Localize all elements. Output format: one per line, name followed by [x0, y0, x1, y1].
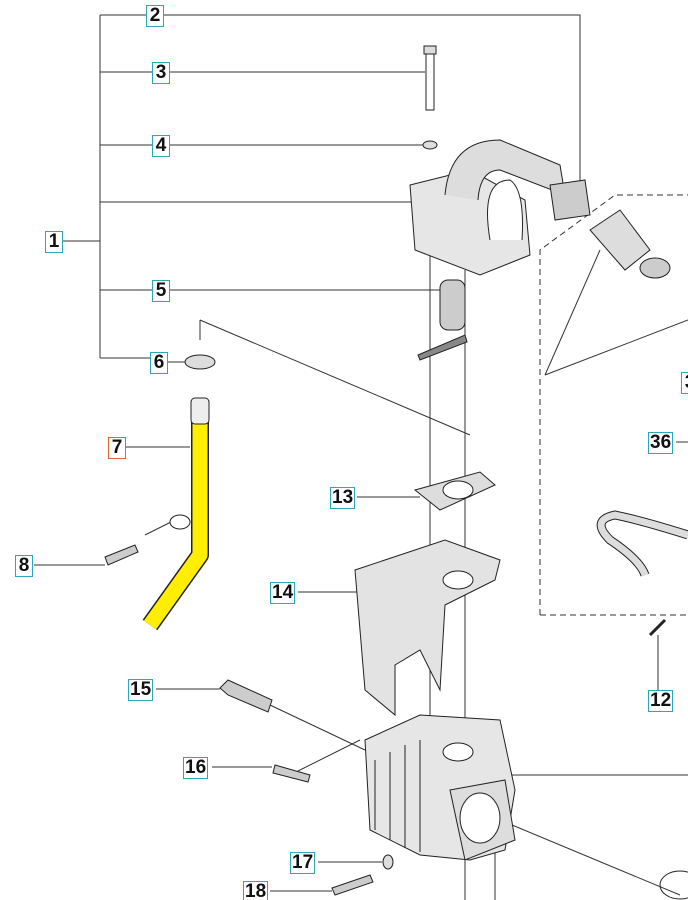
part-label-3[interactable]: 3 — [152, 62, 170, 84]
part-label-18[interactable]: 18 — [243, 881, 269, 900]
cylinder — [364, 714, 516, 861]
leader-lines — [34, 14, 688, 900]
bolt-8 — [104, 544, 139, 566]
part-label-16[interactable]: 16 — [183, 757, 209, 779]
part-label-15[interactable]: 15 — [128, 679, 154, 701]
part-label-3-cut-off[interactable]: 3 — [681, 372, 688, 394]
intake-sleeve — [589, 209, 651, 271]
muffler-bolt — [422, 45, 438, 150]
heat-shield — [354, 539, 501, 717]
spark-arrester-screen — [417, 279, 468, 361]
part-label-36[interactable]: 36 — [648, 432, 674, 454]
hose-clamp — [184, 354, 216, 370]
spark-plug — [219, 679, 273, 713]
part-label-1[interactable]: 1 — [45, 231, 63, 253]
part-label-12[interactable]: 12 — [648, 690, 674, 712]
bolt-18 — [331, 874, 374, 896]
muffler — [409, 139, 591, 276]
washer-17 — [382, 854, 394, 870]
bolt-16 — [272, 764, 311, 783]
part-label-17[interactable]: 17 — [290, 852, 316, 874]
part-label-14[interactable]: 14 — [270, 582, 296, 604]
screw-12 — [648, 618, 667, 637]
assembly-dashed-box — [539, 194, 688, 616]
part-label-2[interactable]: 2 — [146, 5, 164, 27]
part-label-7-selected[interactable]: 7 — [108, 437, 126, 459]
part-label-6[interactable]: 6 — [150, 352, 168, 374]
part-label-5[interactable]: 5 — [152, 280, 170, 302]
part-label-13[interactable]: 13 — [330, 487, 356, 509]
part-label-4[interactable]: 4 — [152, 135, 170, 157]
part-label-8[interactable]: 8 — [15, 555, 33, 577]
